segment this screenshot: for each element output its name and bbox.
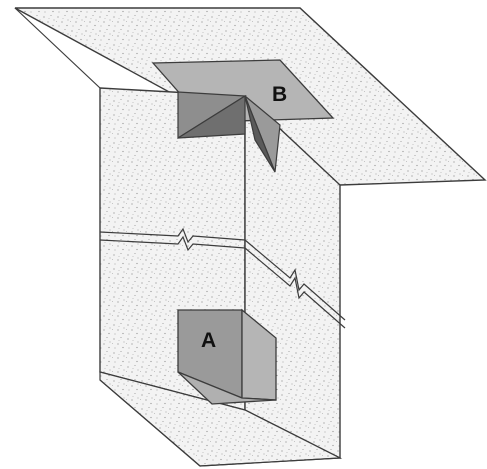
label-a: A	[201, 329, 216, 352]
label-b: B	[272, 83, 287, 106]
